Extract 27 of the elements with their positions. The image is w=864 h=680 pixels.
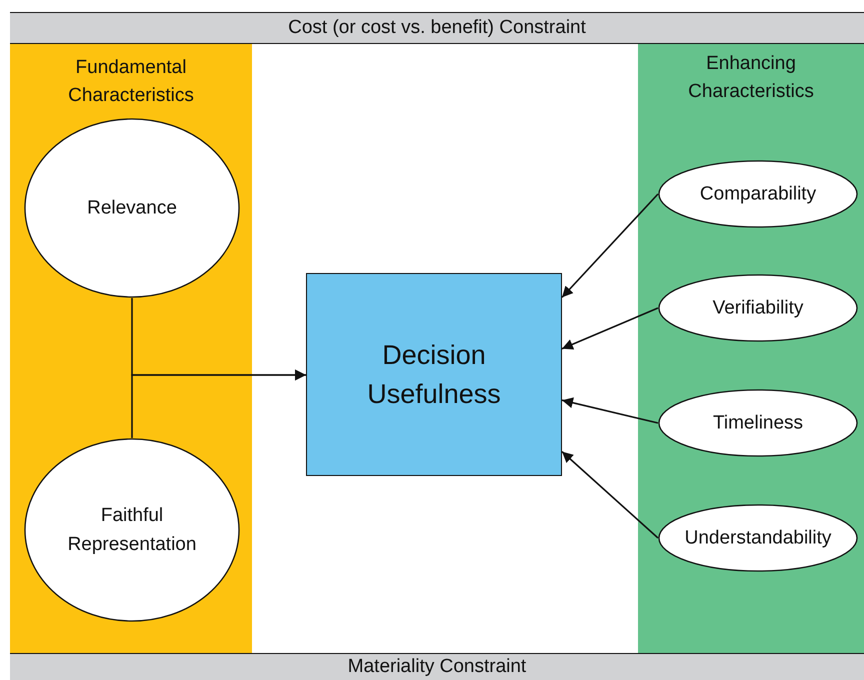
characteristic-label: Faithful Representation [66, 504, 198, 557]
characteristic-ellipse [658, 160, 858, 228]
column-heading: Fundamental Characteristics [67, 56, 195, 108]
characteristic-label: Comparability [700, 182, 816, 206]
arrow [562, 397, 658, 424]
characteristic-label: Understandability [684, 526, 832, 550]
characteristic-ellipse [658, 389, 858, 457]
constraint-band [10, 12, 864, 44]
characteristic-ellipse [658, 274, 858, 342]
arrow [561, 451, 659, 539]
characteristic-label: Verifiability [712, 296, 804, 320]
process-box [306, 273, 562, 476]
column-heading: Enhancing Characteristics [687, 52, 815, 104]
constraint-band [10, 653, 864, 680]
characteristic-ellipse [24, 118, 240, 298]
characteristic-label: Timeliness [712, 412, 804, 436]
arrow [562, 307, 658, 350]
arrow [561, 193, 659, 298]
arrow [131, 370, 306, 438]
band-label: Cost (or cost vs. benefit) Constraint [287, 17, 587, 39]
characteristic-ellipse [658, 504, 858, 572]
characteristics-column [10, 44, 252, 653]
characteristics-column [638, 44, 864, 653]
band-label: Materiality Constraint [346, 656, 528, 678]
characteristic-ellipse [24, 438, 240, 622]
box-label: Decision Usefulness [366, 338, 502, 410]
characteristic-label: Relevance [87, 196, 177, 220]
